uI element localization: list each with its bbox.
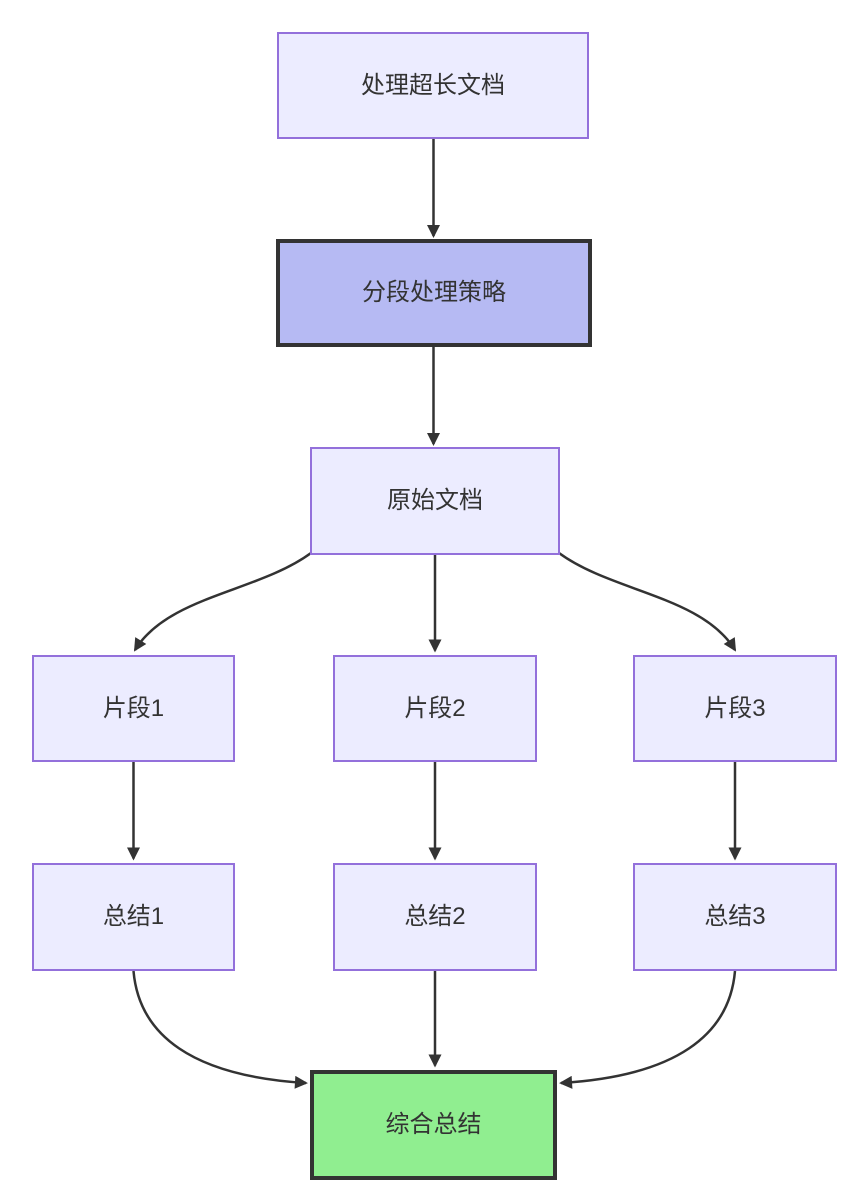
node-summary-3: 总结3 [633, 863, 837, 971]
node-fragment-3: 片段3 [633, 655, 837, 762]
node-fragment-1-label: 片段1 [102, 694, 165, 722]
edge-original-to-fragment-3 [558, 551, 737, 652]
node-fragment-2: 片段2 [333, 655, 537, 762]
node-fragment-1: 片段1 [32, 655, 235, 762]
node-segment-strategy: 分段处理策略 [276, 239, 592, 347]
node-final-summary-label: 综合总结 [385, 1111, 482, 1139]
edge-original-to-fragment-1 [133, 551, 312, 652]
edge-summary-1-to-final [132, 970, 308, 1089]
node-summary-3-label: 总结3 [704, 903, 766, 931]
node-fragment-2-label: 片段2 [404, 694, 466, 722]
node-segment-strategy-label: 分段处理策略 [362, 279, 506, 307]
node-fragment-3-label: 片段3 [704, 694, 766, 722]
node-summary-2-label: 总结2 [404, 903, 466, 931]
node-summary-2: 总结2 [333, 863, 537, 971]
node-process-long-doc-label: 处理超长文档 [361, 71, 505, 99]
node-original-doc-label: 原始文档 [387, 487, 483, 515]
node-summary-1: 总结1 [32, 863, 235, 971]
node-summary-1-label: 总结1 [102, 903, 165, 931]
node-final-summary: 综合总结 [310, 1070, 557, 1180]
node-original-doc: 原始文档 [310, 447, 560, 555]
node-process-long-doc: 处理超长文档 [277, 32, 589, 139]
edge-summary-3-to-final [559, 970, 737, 1089]
